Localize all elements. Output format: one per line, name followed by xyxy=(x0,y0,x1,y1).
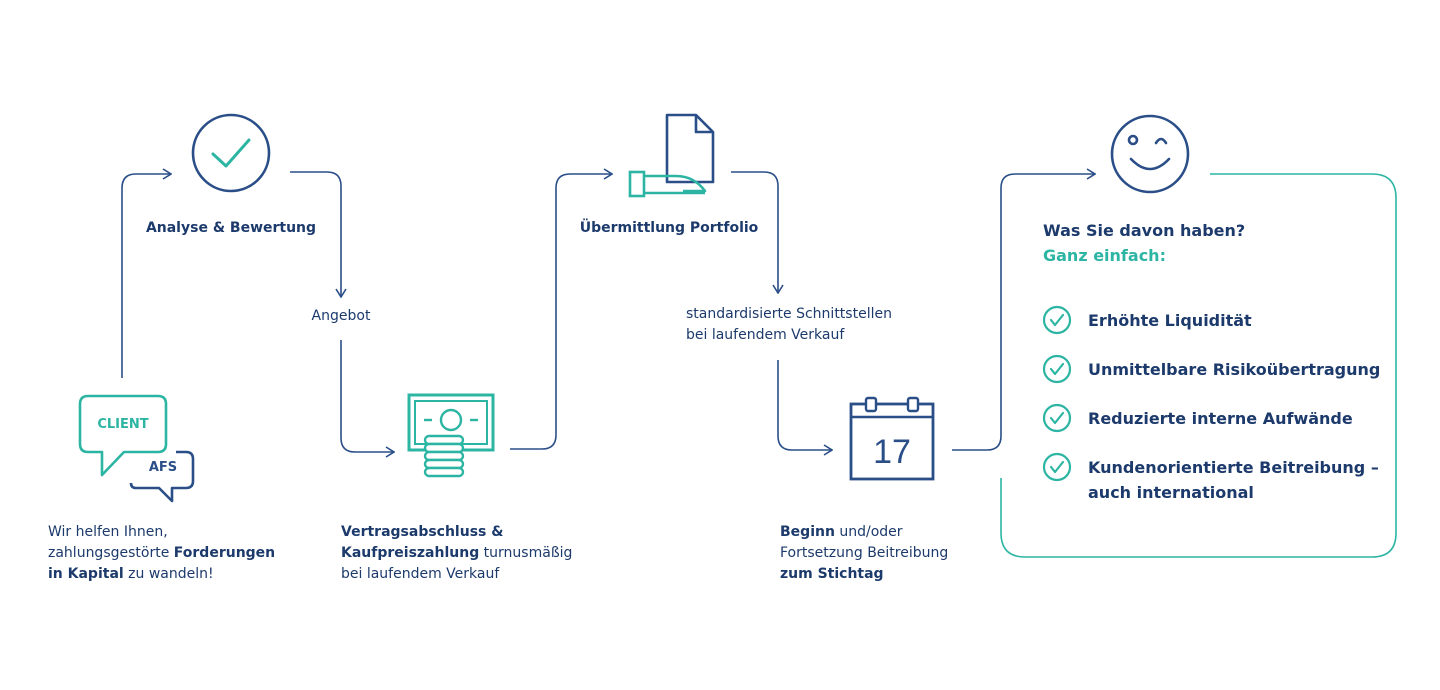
benefit-item: Kundenorientierte Beitreibung – auch int… xyxy=(1088,455,1379,505)
client-desc-bold: Forderungen xyxy=(173,545,276,561)
calendar-icon: 17 xyxy=(849,396,935,481)
beitreibung-line: Beginn und/oder xyxy=(780,522,948,543)
connector-schnittstellen-to-beitreibung xyxy=(777,360,832,450)
schnittstellen-line: bei laufendem Verkauf xyxy=(686,327,845,343)
angebot-label: Angebot xyxy=(311,308,371,324)
vertrag-desc-line: Vertragsabschluss & xyxy=(341,524,504,540)
check-circle-small-icon xyxy=(1042,305,1072,335)
check-circle-small-icon xyxy=(1042,403,1072,433)
flow-connectors xyxy=(121,171,1095,452)
vertrag-desc-line: Kaufpreiszahlung turnusmäßig xyxy=(341,543,572,564)
connector-portfolio-to-schnittstellen xyxy=(731,171,778,293)
benefit-item-line: Kundenorientierte Beitreibung – xyxy=(1088,458,1379,477)
client-desc-bold: in Kapital xyxy=(48,566,124,582)
beitreibung-line: Fortsetzung Beitreibung xyxy=(780,545,949,561)
winking-smiley-icon xyxy=(1110,114,1190,194)
connector-beitreibung-to-benefits xyxy=(952,174,1095,451)
check-circle-small-icon xyxy=(1042,452,1072,482)
client-desc-text: zahlungsgestörte xyxy=(48,545,174,561)
client-desc-line: zahlungsgestörte Forderungen xyxy=(48,543,275,564)
benefit-item: Reduzierte interne Aufwände xyxy=(1088,409,1353,428)
calendar-day: 17 xyxy=(873,433,911,471)
check-circle-icon xyxy=(191,113,271,193)
benefit-item: Erhöhte Liquidität xyxy=(1088,311,1252,330)
client-desc-line: Wir helfen Ihnen, xyxy=(48,524,168,540)
chat-bubbles-icon xyxy=(78,394,195,503)
vertrag-desc-text: turnusmäßig xyxy=(479,545,573,561)
vertrag-desc-bold: Kaufpreiszahlung xyxy=(341,545,480,561)
beitreibung-description: Beginn und/oder Fortsetzung Beitreibung … xyxy=(780,522,948,585)
benefits-frame xyxy=(1000,173,1397,558)
connector-client-to-analyse xyxy=(121,174,171,378)
beitreibung-text: und/oder xyxy=(834,524,903,540)
analyse-title: Analyse & Bewertung xyxy=(145,220,317,236)
beitreibung-line: zum Stichtag xyxy=(780,566,884,582)
bubble-label-client: CLIENT xyxy=(97,417,149,432)
client-desc-line: in Kapital zu wandeln! xyxy=(48,564,275,585)
benefits-subtitle: Ganz einfach: xyxy=(1043,246,1166,265)
connector-angebot-to-vertrag xyxy=(340,340,394,452)
benefit-item: Unmittelbare Risikoübertragung xyxy=(1088,360,1381,379)
benefit-check-icons xyxy=(1042,305,1072,482)
bubble-label-afs: AFS xyxy=(148,460,178,475)
money-coins-icon xyxy=(407,393,495,478)
vertrag-desc-line: bei laufendem Verkauf xyxy=(341,566,500,582)
check-circle-small-icon xyxy=(1042,354,1072,384)
benefit-item-line: auch international xyxy=(1088,483,1254,502)
schnittstellen-line: standardisierte Schnittstellen xyxy=(686,306,892,322)
vertrag-description: Vertragsabschluss & Kaufpreiszahlung tur… xyxy=(341,522,572,585)
connector-vertrag-to-portfolio xyxy=(510,174,612,450)
beitreibung-bold: Beginn xyxy=(780,524,835,540)
document-hand-icon xyxy=(628,113,715,198)
client-desc-text: zu wandeln! xyxy=(123,566,214,582)
schnittstellen-description: standardisierte Schnittstellen bei laufe… xyxy=(686,304,892,346)
connector-analyse-to-angebot xyxy=(290,171,341,297)
benefits-title: Was Sie davon haben? xyxy=(1043,221,1246,240)
client-description: Wir helfen Ihnen, zahlungsgestörte Forde… xyxy=(48,522,275,585)
portfolio-title: Übermittlung Portfolio xyxy=(579,220,759,236)
